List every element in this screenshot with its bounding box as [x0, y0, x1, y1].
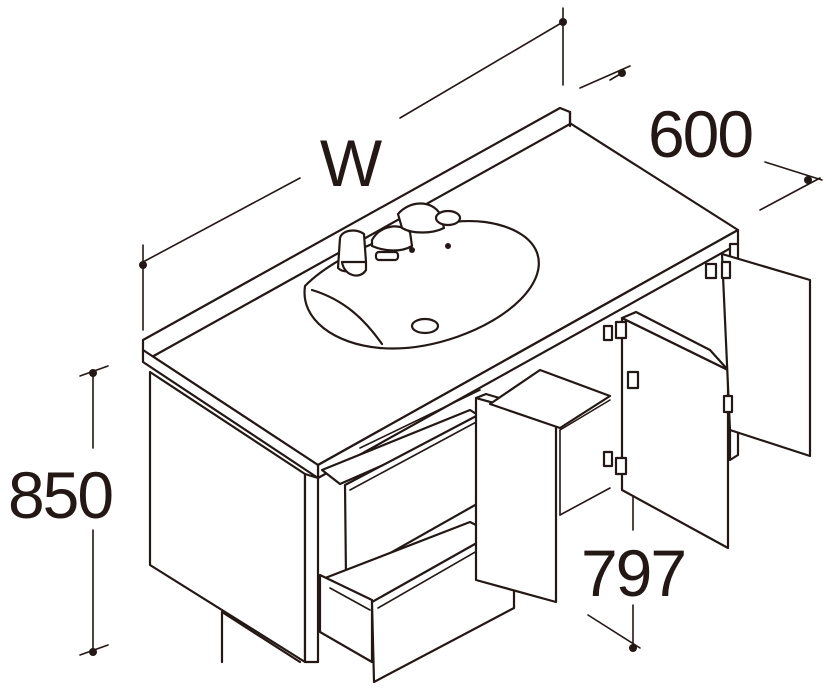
width-dimension: W: [139, 7, 567, 331]
depth-dimension: 600: [579, 65, 823, 211]
depth-label: 600: [648, 97, 752, 171]
faucet: [336, 202, 462, 277]
width-label: W: [320, 126, 383, 200]
height-dimension: 850: [8, 365, 114, 656]
hinge-icons: [602, 260, 734, 476]
right-inner-door[interactable]: [620, 310, 730, 550]
center-open-door[interactable]: [474, 368, 612, 604]
inner-height-label: 797: [581, 536, 685, 610]
height-label: 850: [8, 458, 112, 532]
right-outer-door[interactable]: [720, 252, 812, 458]
